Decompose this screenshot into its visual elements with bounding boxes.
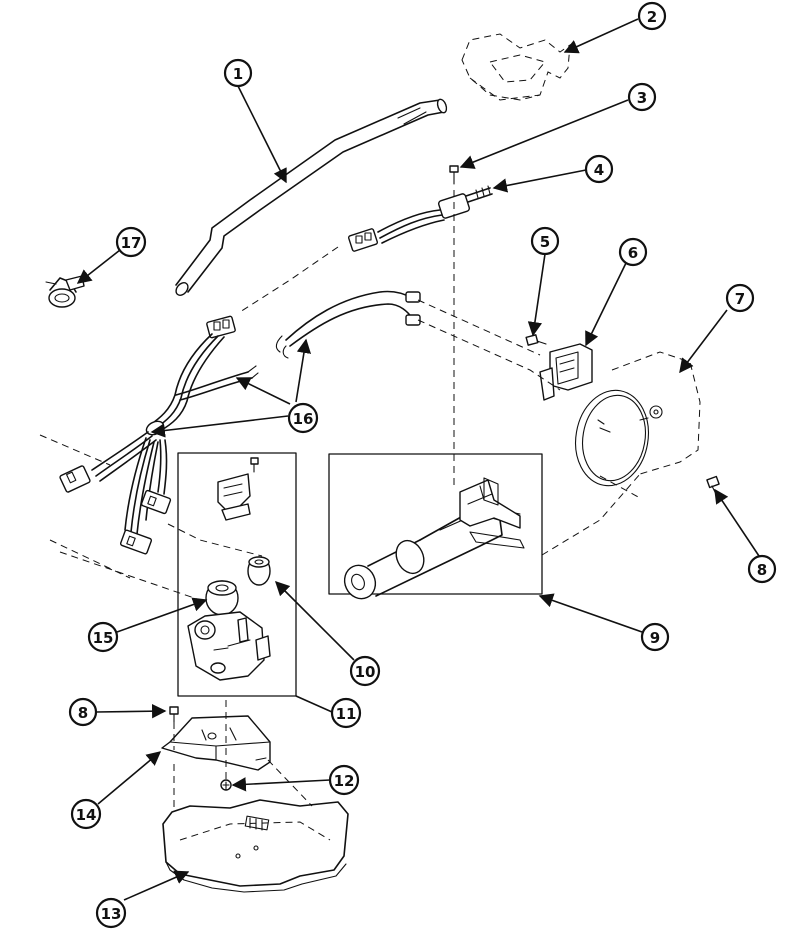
callout-label: 4 bbox=[594, 161, 604, 179]
part-bracket-6 bbox=[539, 343, 593, 401]
callout-14: 14 bbox=[70, 798, 102, 830]
part-screw-8-left bbox=[169, 706, 179, 723]
callout-label: 2 bbox=[647, 8, 657, 26]
callout-label: 11 bbox=[336, 705, 357, 723]
callout-label: 6 bbox=[628, 244, 638, 262]
callout-label: 15 bbox=[93, 629, 114, 647]
callout-15: 15 bbox=[87, 621, 119, 653]
part-screw-3 bbox=[449, 165, 459, 185]
callout-4: 4 bbox=[584, 154, 614, 184]
callout-label: 8 bbox=[78, 704, 88, 722]
callout-8-left: 8 bbox=[68, 697, 98, 727]
callout-16: 16 bbox=[287, 402, 319, 434]
callout-10: 10 bbox=[349, 655, 381, 687]
callout-label: 5 bbox=[540, 233, 550, 251]
callout-2: 2 bbox=[637, 1, 667, 31]
callout-label: 3 bbox=[637, 89, 647, 107]
part-valve-assembly-11 bbox=[177, 452, 297, 697]
part-clamp-17 bbox=[45, 275, 85, 308]
callout-label: 8 bbox=[757, 561, 767, 579]
callout-1: 1 bbox=[223, 58, 253, 88]
callout-5: 5 bbox=[530, 226, 560, 256]
callout-label: 12 bbox=[334, 772, 355, 790]
part-tube-1 bbox=[175, 98, 448, 296]
part-bracket-14 bbox=[161, 715, 271, 771]
assembly-guide-lines bbox=[39, 190, 641, 812]
part-screw-8-right bbox=[706, 475, 720, 495]
callout-label: 9 bbox=[650, 629, 660, 647]
leader-arrows bbox=[76, 18, 760, 901]
callout-9: 9 bbox=[640, 622, 670, 652]
callout-8-right: 8 bbox=[747, 554, 777, 584]
callout-label: 1 bbox=[233, 65, 243, 83]
part-connector-4 bbox=[347, 185, 493, 252]
callout-label: 16 bbox=[293, 410, 314, 428]
callout-13: 13 bbox=[95, 897, 127, 929]
part-screw-5 bbox=[525, 334, 547, 346]
callout-label: 10 bbox=[355, 663, 376, 681]
callout-label: 14 bbox=[76, 806, 97, 824]
callout-17: 17 bbox=[115, 226, 147, 258]
callout-12: 12 bbox=[328, 764, 360, 796]
callout-label: 13 bbox=[101, 905, 122, 923]
part-housing-7 bbox=[575, 351, 701, 487]
callout-label: 7 bbox=[735, 290, 745, 308]
callout-6: 6 bbox=[618, 237, 648, 267]
callout-11: 11 bbox=[330, 697, 362, 729]
callout-7: 7 bbox=[725, 283, 755, 313]
part-bracket-2 bbox=[461, 33, 571, 101]
callout-3: 3 bbox=[627, 82, 657, 112]
callout-label: 17 bbox=[121, 234, 142, 252]
part-base-13 bbox=[162, 799, 349, 893]
part-burner-assembly-9 bbox=[328, 453, 543, 600]
